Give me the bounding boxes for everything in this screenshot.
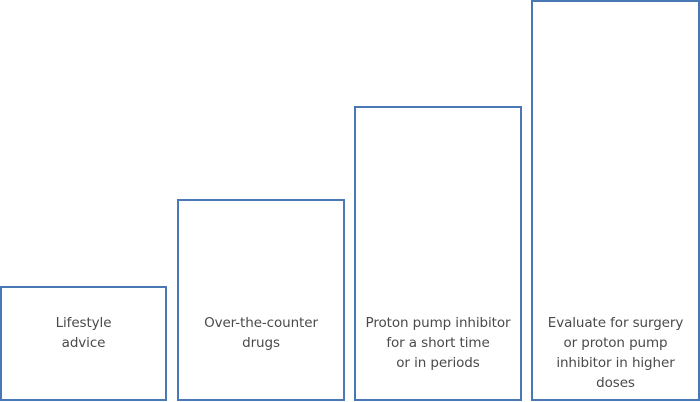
step-ppi-short-time: Proton pump inhibitor for a short time o… [354, 106, 522, 401]
step-over-the-counter-drugs: Over-the-counter drugs [177, 199, 345, 401]
step-label: Lifestyle advice [55, 315, 112, 351]
step-label: Evaluate for surgery or proton pump inhi… [547, 315, 684, 391]
step-label: Over-the-counter drugs [204, 315, 318, 351]
step-surgery-or-high-dose-ppi: Evaluate for surgery or proton pump inhi… [531, 0, 700, 401]
step-lifestyle-advice: Lifestyle advice [0, 286, 167, 401]
step-label: Proton pump inhibitor for a short time o… [365, 315, 511, 371]
